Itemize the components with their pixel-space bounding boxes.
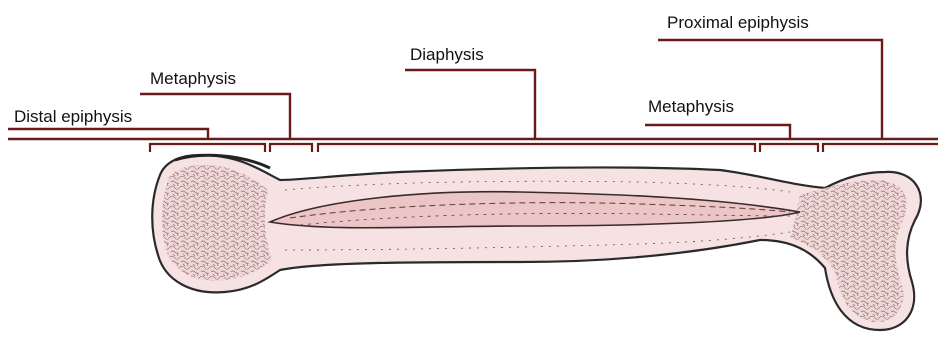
metaphysis-right-leader: [645, 125, 790, 139]
metaphysis-right-bracket: [760, 144, 818, 152]
diaphysis-leader: [405, 70, 535, 139]
metaphysis-left-bracket: [270, 144, 312, 152]
distal-epiphysis-label: Distal epiphysis: [14, 107, 132, 127]
diaphysis-label: Diaphysis: [410, 45, 484, 65]
distal-epiphysis-bracket: [150, 144, 265, 152]
metaphysis-right-label: Metaphysis: [648, 97, 734, 117]
metaphysis-left-label: Metaphysis: [150, 69, 236, 89]
proximal-epiphysis-label: Proximal epiphysis: [667, 13, 809, 33]
diaphysis-bracket: [318, 144, 755, 152]
distal-spongy-bone: [162, 165, 272, 281]
distal-epiphysis-leader: [8, 129, 208, 139]
metaphysis-left-leader: [140, 94, 290, 139]
proximal-epiphysis-bracket: [823, 144, 938, 152]
